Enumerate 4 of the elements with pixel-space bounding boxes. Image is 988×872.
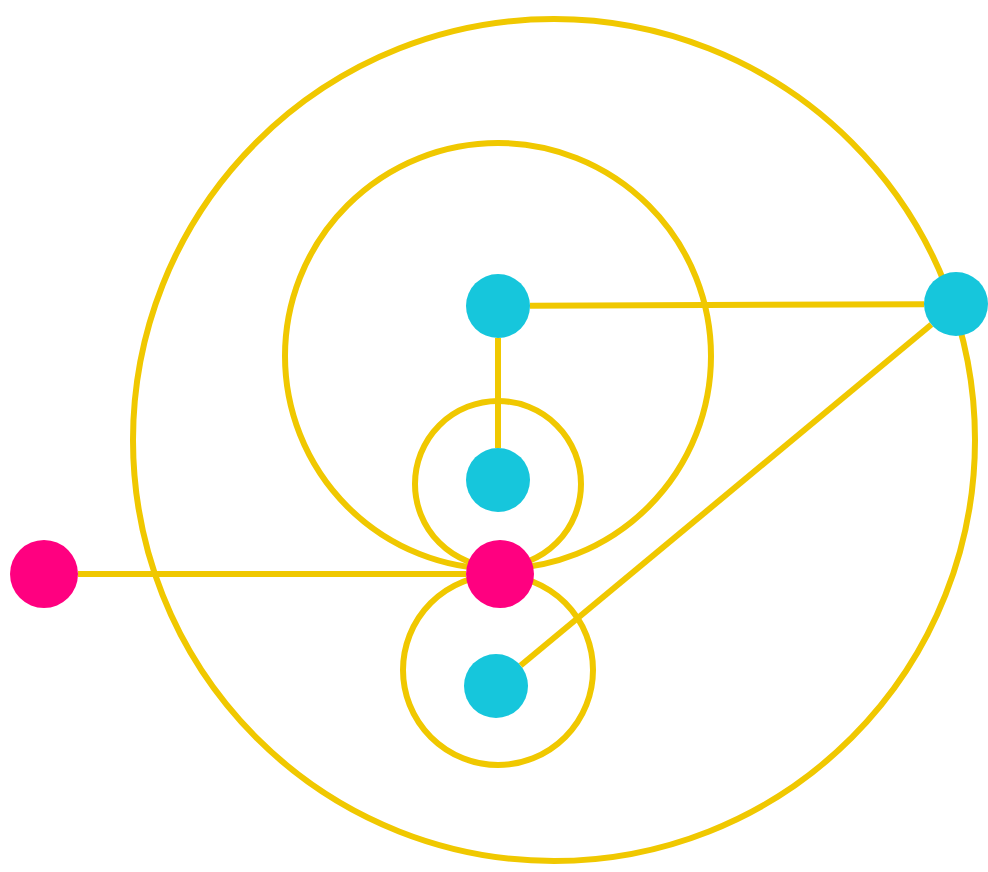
connector-line [495,338,501,448]
connector-line [530,301,924,309]
connector-line [518,322,934,668]
connector-line [78,571,466,577]
